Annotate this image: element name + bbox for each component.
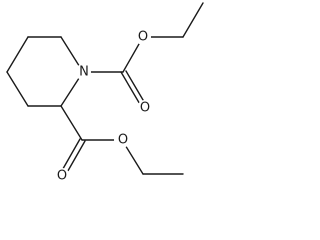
ester-carbonyl-oxygen-label: O (57, 169, 67, 184)
nitrogen-atom-label: N (79, 65, 89, 80)
ring-bond-c4-c5 (6, 36, 29, 73)
double-bond-carbamate-carbonyl-a (120, 71, 142, 107)
ring-bond-c3-c4 (6, 71, 29, 107)
carbamate-carbonyl-oxygen-label: O (140, 101, 150, 116)
nitrogen-label-background (75, 64, 91, 80)
carbamate-ester-oxygen-label: O (138, 30, 148, 45)
carbamate-group (82, 2, 204, 107)
ester-carbonyl-oxygen-background (54, 168, 70, 184)
carbamate-ester-oxygen-background (135, 29, 151, 45)
atom-labels: N O O O O (54, 29, 153, 184)
ester-oxygen-background (114, 132, 130, 148)
ester-oxygen-label: O (118, 133, 128, 148)
piperidine-ring (6, 36, 84, 107)
carbamate-carbonyl-oxygen-background (137, 100, 153, 116)
bond-c2-ester-carbon (60, 105, 83, 141)
double-bond-ester-carbonyl-b (64, 140, 86, 177)
bond-carbamate-ethyl-ch2-ch3 (182, 2, 204, 38)
double-bond-carbamate-carbonyl-b (125, 70, 147, 106)
structural-formula-diagram: N O O O O (6, 2, 204, 184)
